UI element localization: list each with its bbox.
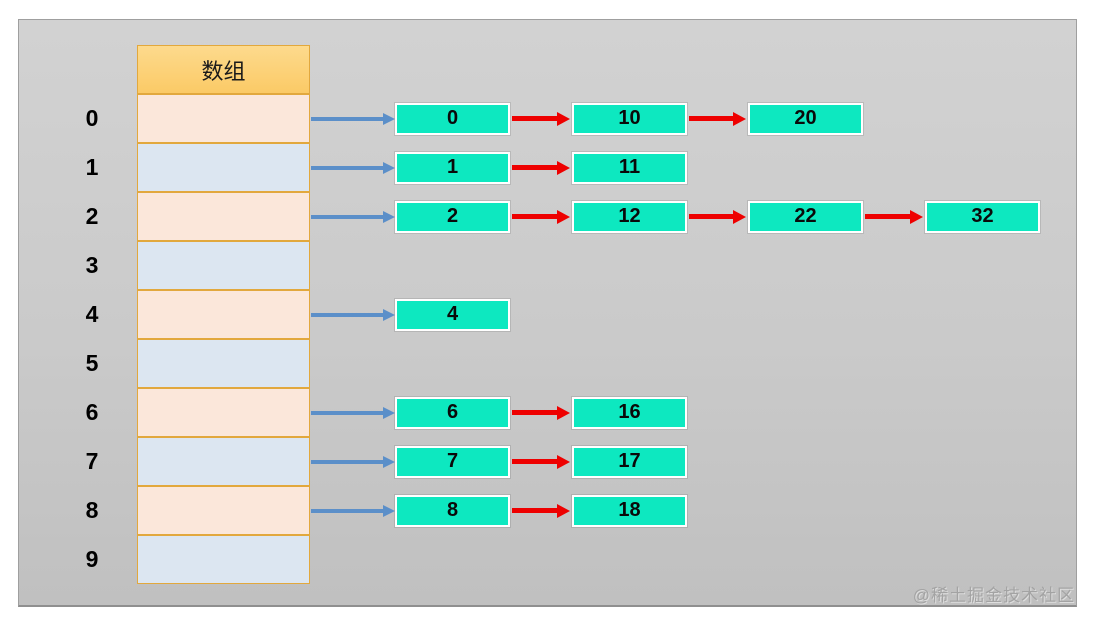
array-cell	[137, 437, 310, 486]
array-cell	[137, 290, 310, 339]
array-cell	[137, 388, 310, 437]
array-cell	[137, 486, 310, 535]
next-arrow	[512, 405, 570, 420]
next-arrow	[689, 111, 746, 126]
list-node: 0	[395, 102, 510, 135]
array-cell	[137, 94, 310, 143]
list-node: 2	[395, 200, 510, 233]
bucket-arrow	[311, 406, 395, 419]
index-label: 3	[85, 252, 99, 278]
index-label: 6	[85, 399, 99, 425]
index-label: 0	[85, 105, 99, 131]
array-cell	[137, 535, 310, 584]
list-node: 16	[572, 396, 687, 429]
next-arrow	[512, 503, 570, 518]
next-arrow	[865, 209, 923, 224]
list-node: 22	[748, 200, 863, 233]
index-label: 5	[85, 350, 99, 376]
list-node: 10	[572, 102, 687, 135]
index-label: 4	[85, 301, 99, 327]
list-node: 17	[572, 445, 687, 478]
bucket-arrow	[311, 308, 395, 321]
next-arrow	[512, 160, 570, 175]
index-label: 9	[85, 546, 99, 572]
next-arrow	[512, 454, 570, 469]
list-node: 18	[572, 494, 687, 527]
index-label: 1	[85, 154, 99, 180]
list-node: 7	[395, 445, 510, 478]
next-arrow	[689, 209, 746, 224]
list-node: 32	[925, 200, 1040, 233]
next-arrow	[512, 111, 570, 126]
list-node: 4	[395, 298, 510, 331]
bucket-arrow	[311, 112, 395, 125]
watermark: @稀土掘金技术社区	[912, 586, 1075, 605]
index-label: 8	[85, 497, 99, 523]
list-node: 1	[395, 151, 510, 184]
array-cell	[137, 143, 310, 192]
bucket-arrow	[311, 161, 395, 174]
list-node: 20	[748, 102, 863, 135]
bucket-arrow	[311, 504, 395, 517]
index-label: 7	[85, 448, 99, 474]
list-node: 6	[395, 396, 510, 429]
index-label: 2	[85, 203, 99, 229]
list-node: 11	[572, 151, 687, 184]
array-cell	[137, 339, 310, 388]
list-node: 8	[395, 494, 510, 527]
array-cell	[137, 192, 310, 241]
list-node: 12	[572, 200, 687, 233]
array-cell	[137, 241, 310, 290]
bucket-arrow	[311, 455, 395, 468]
bucket-arrow	[311, 210, 395, 223]
array-header-label: 数组	[137, 45, 310, 94]
next-arrow	[512, 209, 570, 224]
